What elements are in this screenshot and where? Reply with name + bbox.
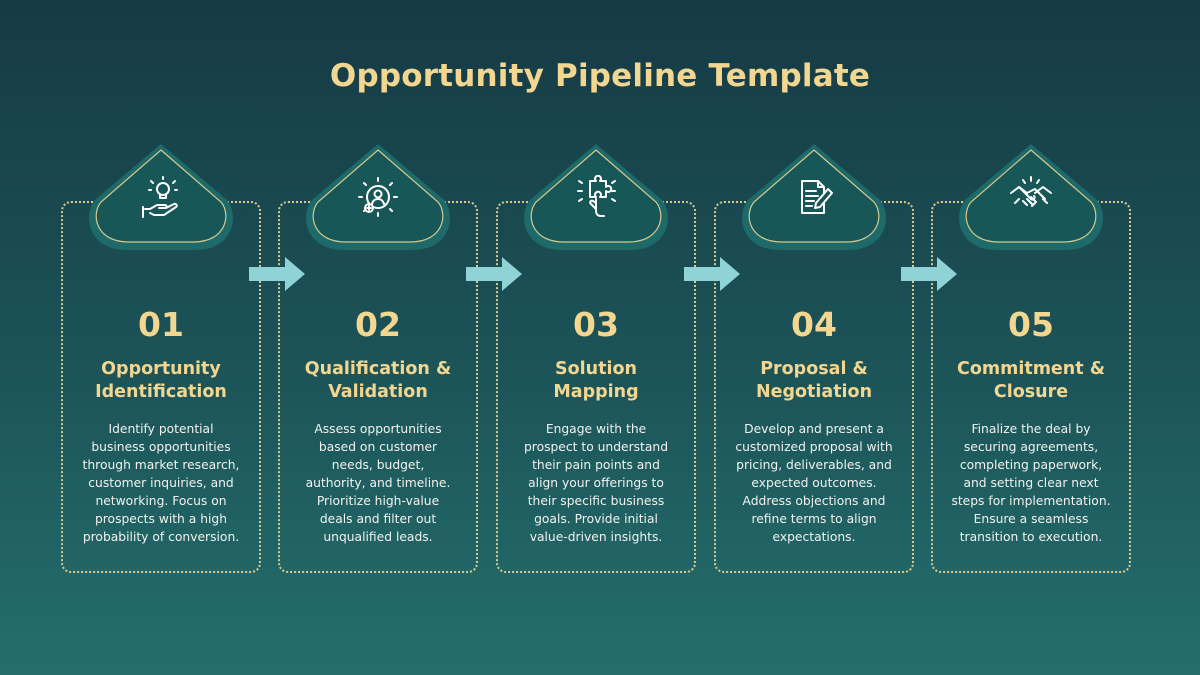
- step-heading-04: Proposal &Negotiation: [755, 359, 873, 402]
- step-badge-04: [738, 142, 890, 252]
- gear-person-icon: [358, 177, 398, 217]
- step-number-03: 03: [573, 305, 619, 344]
- document-pen-icon: [801, 180, 833, 214]
- step-number-04: 04: [791, 305, 837, 344]
- connector-arrow-4-5: [901, 257, 957, 291]
- puzzle-hand-icon: [577, 175, 616, 217]
- page-title: Opportunity Pipeline Template: [329, 58, 871, 94]
- step-badge-01: [85, 142, 237, 252]
- step-badge-02: [302, 142, 454, 252]
- connector-arrow-2-3: [466, 257, 522, 291]
- step-badge-05: [955, 142, 1107, 252]
- connector-arrow-1-2: [249, 257, 305, 291]
- connector-arrow-3-4: [684, 257, 740, 291]
- step-number-01: 01: [138, 305, 184, 344]
- step-number-05: 05: [1008, 305, 1054, 344]
- handshake-icon: [1010, 176, 1052, 207]
- step-number-02: 02: [355, 305, 401, 344]
- step-badge-03: [520, 142, 672, 252]
- lightbulb-hand-icon: [142, 176, 178, 218]
- step-heading-02: Qualification &Validation: [304, 359, 452, 402]
- step-heading-05: Commitment &Closure: [957, 359, 1105, 402]
